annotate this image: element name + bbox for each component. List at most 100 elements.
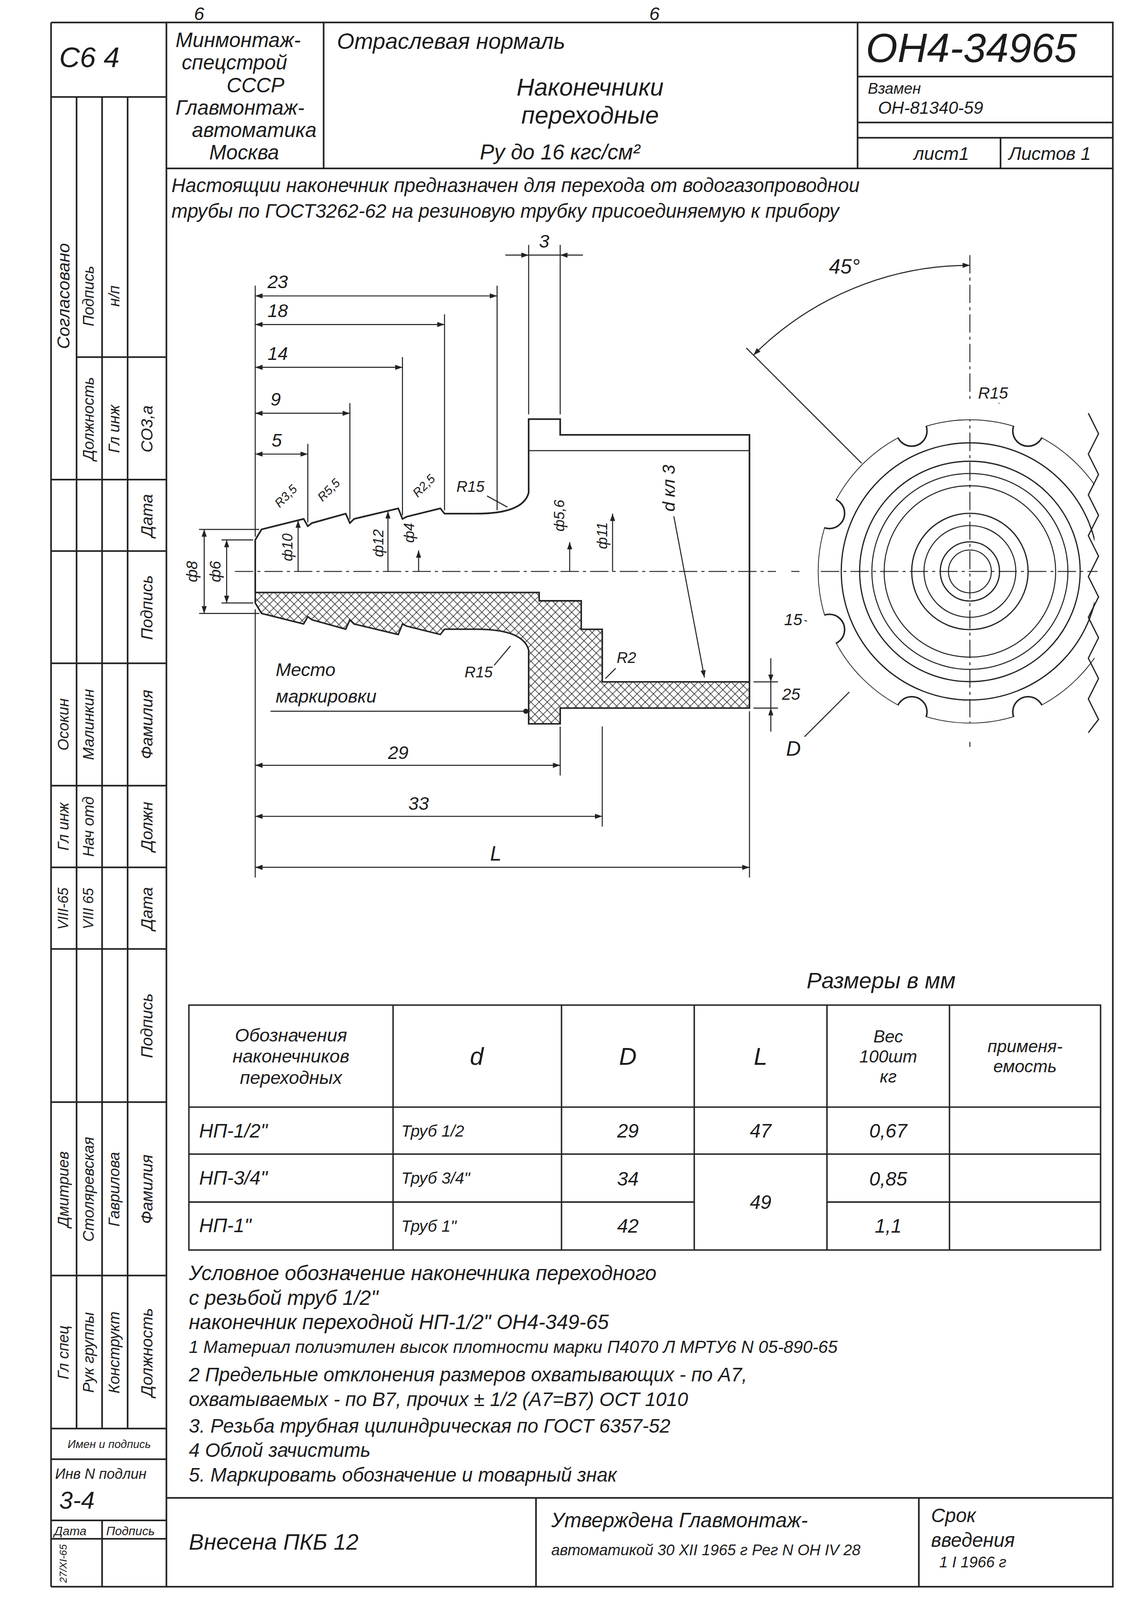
note-text: 2 Предельные отклонения размеров охватыв… <box>188 1363 748 1387</box>
table-cell: 34 <box>616 1168 639 1191</box>
title-block-text: спецстрой <box>181 50 288 75</box>
title-block-text: ОН4-34965 <box>865 24 1078 72</box>
center-line-part <box>235 571 776 573</box>
sheet-frame-part <box>166 1497 1114 1500</box>
end-view-part <box>859 461 1081 682</box>
sheet-frame-part <box>50 1586 167 1589</box>
note-text: 4 Облой зачистить <box>188 1439 371 1462</box>
part-outline-part <box>255 419 750 572</box>
dimension-label: 14 <box>267 343 289 365</box>
sheet-frame-part <box>857 75 1113 78</box>
dimension-label: R15 <box>456 477 485 496</box>
sheet-frame-part <box>50 22 53 1587</box>
part-outline <box>255 419 750 683</box>
part-outline-part <box>528 449 750 451</box>
leader-lines-part <box>673 516 705 679</box>
margin-stamp-text: Дата <box>54 1524 87 1539</box>
note-text: наконечник переходной НП-1/2" ОН4-349-65 <box>188 1310 609 1335</box>
sheet-frame-part <box>50 1538 167 1541</box>
center-line <box>235 255 1098 751</box>
table-cell: 1,1 <box>874 1215 902 1238</box>
margin-stamp-text: н/п <box>105 285 124 307</box>
margin-stamp-text: Дмитриев <box>54 1151 73 1228</box>
margin-stamp-text: Гл спец <box>54 1325 73 1380</box>
dimension-label: 45° <box>829 255 860 279</box>
dimension-label: ф4 <box>401 523 418 544</box>
end-view-break <box>1088 413 1099 733</box>
title-block-text: Минмонтаж- <box>175 28 301 52</box>
leader-lines-part <box>605 668 616 679</box>
title-block-text: Взамен <box>867 79 921 98</box>
size-table-part <box>188 1153 1101 1156</box>
title-block-text: 1 I 1966 г <box>939 1553 1007 1572</box>
margin-stamp-text: Осокин <box>54 698 73 751</box>
note-text: 1 Материал полиэтилен высок плотности ма… <box>188 1337 838 1358</box>
dimension-label: R2,5 <box>409 471 438 501</box>
end-view-part <box>923 525 1016 618</box>
end-view-part <box>948 550 992 594</box>
sheet-frame-part <box>101 96 104 1429</box>
dimension-label: 15 <box>783 610 803 630</box>
note-text: охватываемых - по В7, прочих ± 1/2 (А7=В… <box>188 1388 689 1412</box>
sheet-frame-part <box>50 550 167 553</box>
sheet-frame-part <box>101 1520 104 1587</box>
title-block-text: автоматикой 30 XII 1965 г Рег N ОН IV 28 <box>551 1541 861 1560</box>
dimension-lines-part <box>349 403 351 520</box>
dimension-lines-part <box>569 542 571 572</box>
dimension-label: 25 <box>781 685 801 704</box>
table-cell: Труб 1/2 <box>401 1121 464 1141</box>
dimension-label: ф6 <box>206 560 225 583</box>
title-block-text: Листов 1 <box>1008 143 1091 165</box>
dimension-label: ф5,6 <box>551 499 568 532</box>
dimension-label: R15 <box>977 383 1008 403</box>
dimension-lines-part <box>601 726 603 827</box>
title-block-text: лист1 <box>913 143 970 165</box>
dimension-lines-part <box>297 520 299 572</box>
sheet-frame-part <box>50 785 167 788</box>
table-cell: Вес 100шт кг <box>852 1026 924 1087</box>
sheet-frame-part <box>999 137 1002 169</box>
table-cell: Труб 1" <box>401 1217 457 1236</box>
sheet-frame-part <box>50 866 167 869</box>
margin-stamp-text: Подпись <box>137 993 157 1059</box>
margin-stamp-text: Нач отд <box>80 796 98 858</box>
sheet-frame-part <box>50 948 167 951</box>
note-text: Условное обозначение наконечника переход… <box>188 1261 657 1286</box>
title-block-text: 6 <box>193 3 205 25</box>
margin-stamp-text: 3-4 <box>59 1486 95 1515</box>
sheet-frame-part <box>322 22 325 169</box>
table-cell: D <box>619 1042 637 1071</box>
title-block-text: 6 <box>649 3 660 25</box>
end-view-part <box>841 442 1095 701</box>
sheet-frame-part <box>50 21 167 24</box>
sheet-title: Наконечники переходные <box>492 72 687 130</box>
sheet-frame-part <box>50 1428 167 1431</box>
dimension-lines-part <box>255 324 445 326</box>
title-block-text: Внесена ПКБ 12 <box>188 1529 359 1556</box>
dimension-lines-part <box>255 866 750 868</box>
dimension-label: ф12 <box>370 529 388 558</box>
margin-stamp-text: Рук группы <box>80 1312 98 1394</box>
note-text: 3. Резьба трубная цилиндрическая по ГОСТ… <box>188 1415 671 1438</box>
part-section <box>255 592 750 725</box>
dimension-lines-part <box>559 726 561 776</box>
leader-lines <box>270 403 1021 738</box>
table-cell: 0,85 <box>869 1168 907 1191</box>
title-block-text: Утверждена Главмонтаж- <box>551 1508 808 1533</box>
title-block-text: Отраслевая нормаль <box>337 28 566 55</box>
part-section-part <box>255 592 750 725</box>
sheet-frame-part <box>166 22 1114 1587</box>
margin-stamp-text: Гл инж <box>54 802 73 852</box>
margin-stamp-text: Должность <box>137 1307 157 1398</box>
dimension-lines-part <box>387 511 389 572</box>
table-cell: d <box>470 1042 484 1071</box>
title-block-text: СССР <box>226 73 285 97</box>
part-outline-part <box>748 571 751 683</box>
sheet-frame-part <box>50 1274 167 1277</box>
dimension-label: R2 <box>616 649 637 667</box>
dimension-label: Место <box>275 659 336 681</box>
table-cell: Труб 3/4" <box>401 1169 470 1188</box>
margin-stamp-text: Дата <box>137 886 157 930</box>
title-block-text: Главмонтаж- <box>175 96 305 120</box>
